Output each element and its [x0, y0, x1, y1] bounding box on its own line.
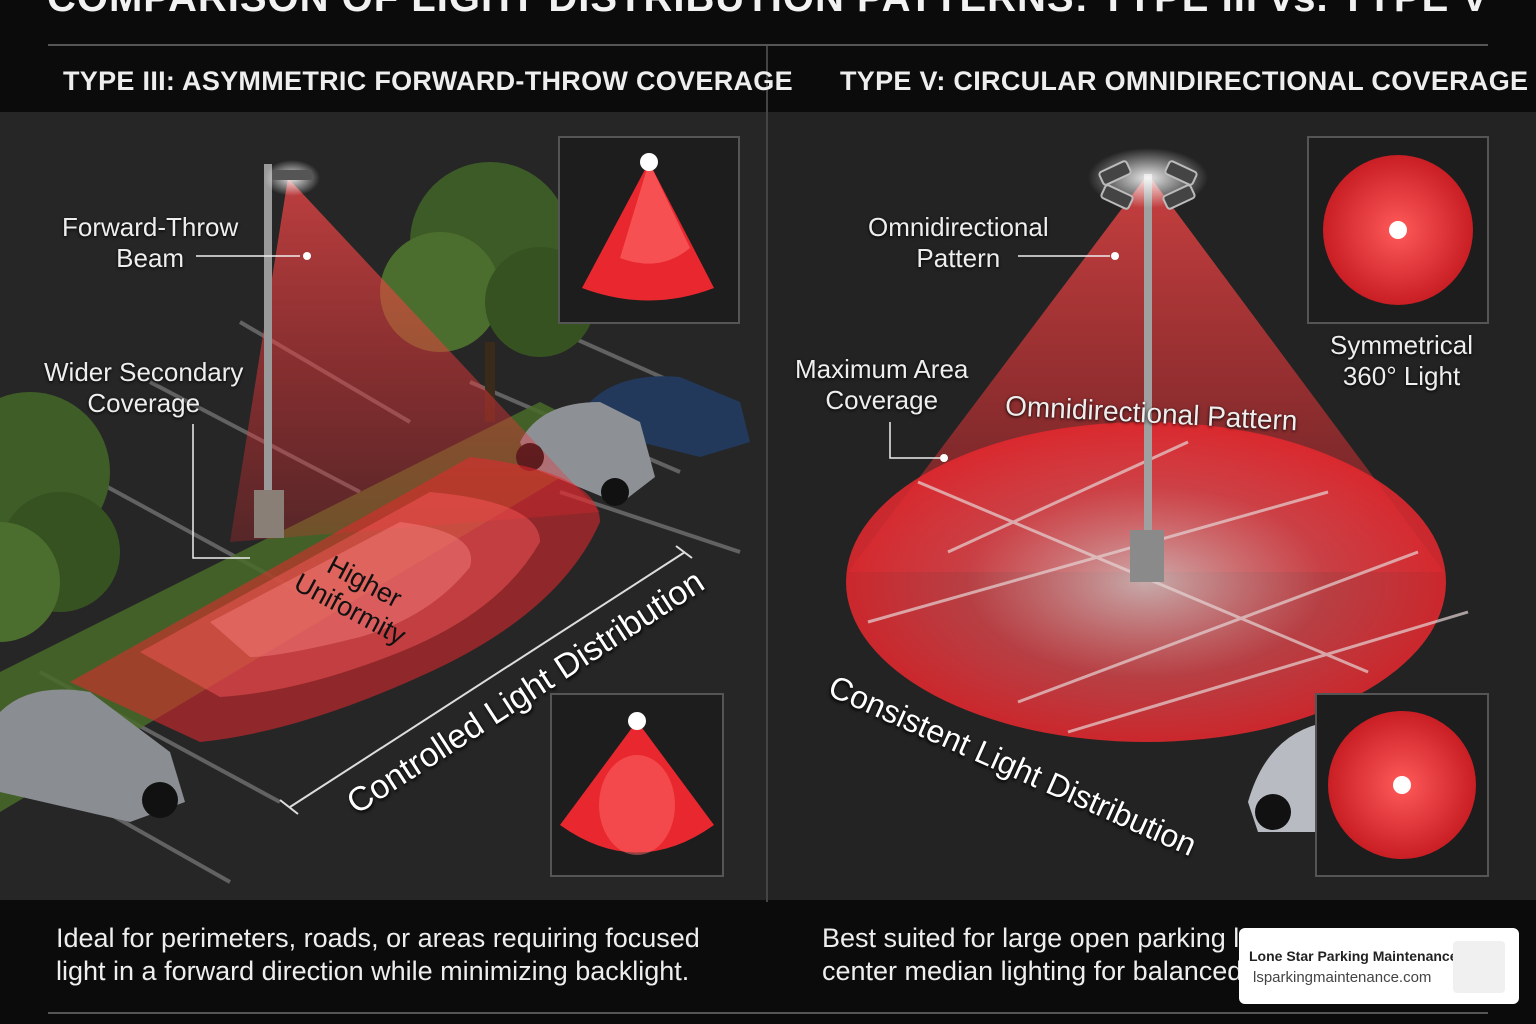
- type-v-pole: [1144, 174, 1152, 544]
- type-v-description-line1: Best suited for large open parking l: [822, 922, 1242, 955]
- badge-name: Lone Star Parking Maintenance: [1249, 948, 1458, 964]
- bottom-divider: [48, 1012, 1488, 1014]
- watermark-badge[interactable]: Lone Star Parking Maintenance lsparkingm…: [1239, 928, 1519, 1004]
- type-v-heading: TYPE V: CIRCULAR OMNIDIRECTIONAL COVERAG…: [840, 66, 1528, 97]
- type-v-description-line2: center median lighting for balanced,: [822, 955, 1242, 988]
- type-iii-heading: TYPE III: ASYMMETRIC FORWARD-THROW COVER…: [63, 66, 793, 97]
- type-iii-pole: [264, 164, 272, 494]
- type-iii-inset-bottom: [550, 693, 724, 877]
- type-iii-fixture: [272, 170, 312, 180]
- type-iii-inset-top: [558, 136, 740, 324]
- badge-url[interactable]: lsparkingmaintenance.com: [1253, 969, 1431, 986]
- type-v-description: Best suited for large open parking l cen…: [822, 922, 1242, 988]
- type-v-pole-base: [1130, 530, 1164, 582]
- type-v-inset-bottom: [1315, 693, 1489, 877]
- pole-base: [254, 490, 284, 538]
- type-v-inset-top: [1307, 136, 1489, 324]
- page-title: COMPARISON OF LIGHT DISTRIBUTION PATTERN…: [0, 0, 1536, 21]
- badge-logo-icon: [1453, 941, 1505, 993]
- type-iii-description: Ideal for perimeters, roads, or areas re…: [56, 922, 716, 988]
- top-divider: [48, 44, 1488, 46]
